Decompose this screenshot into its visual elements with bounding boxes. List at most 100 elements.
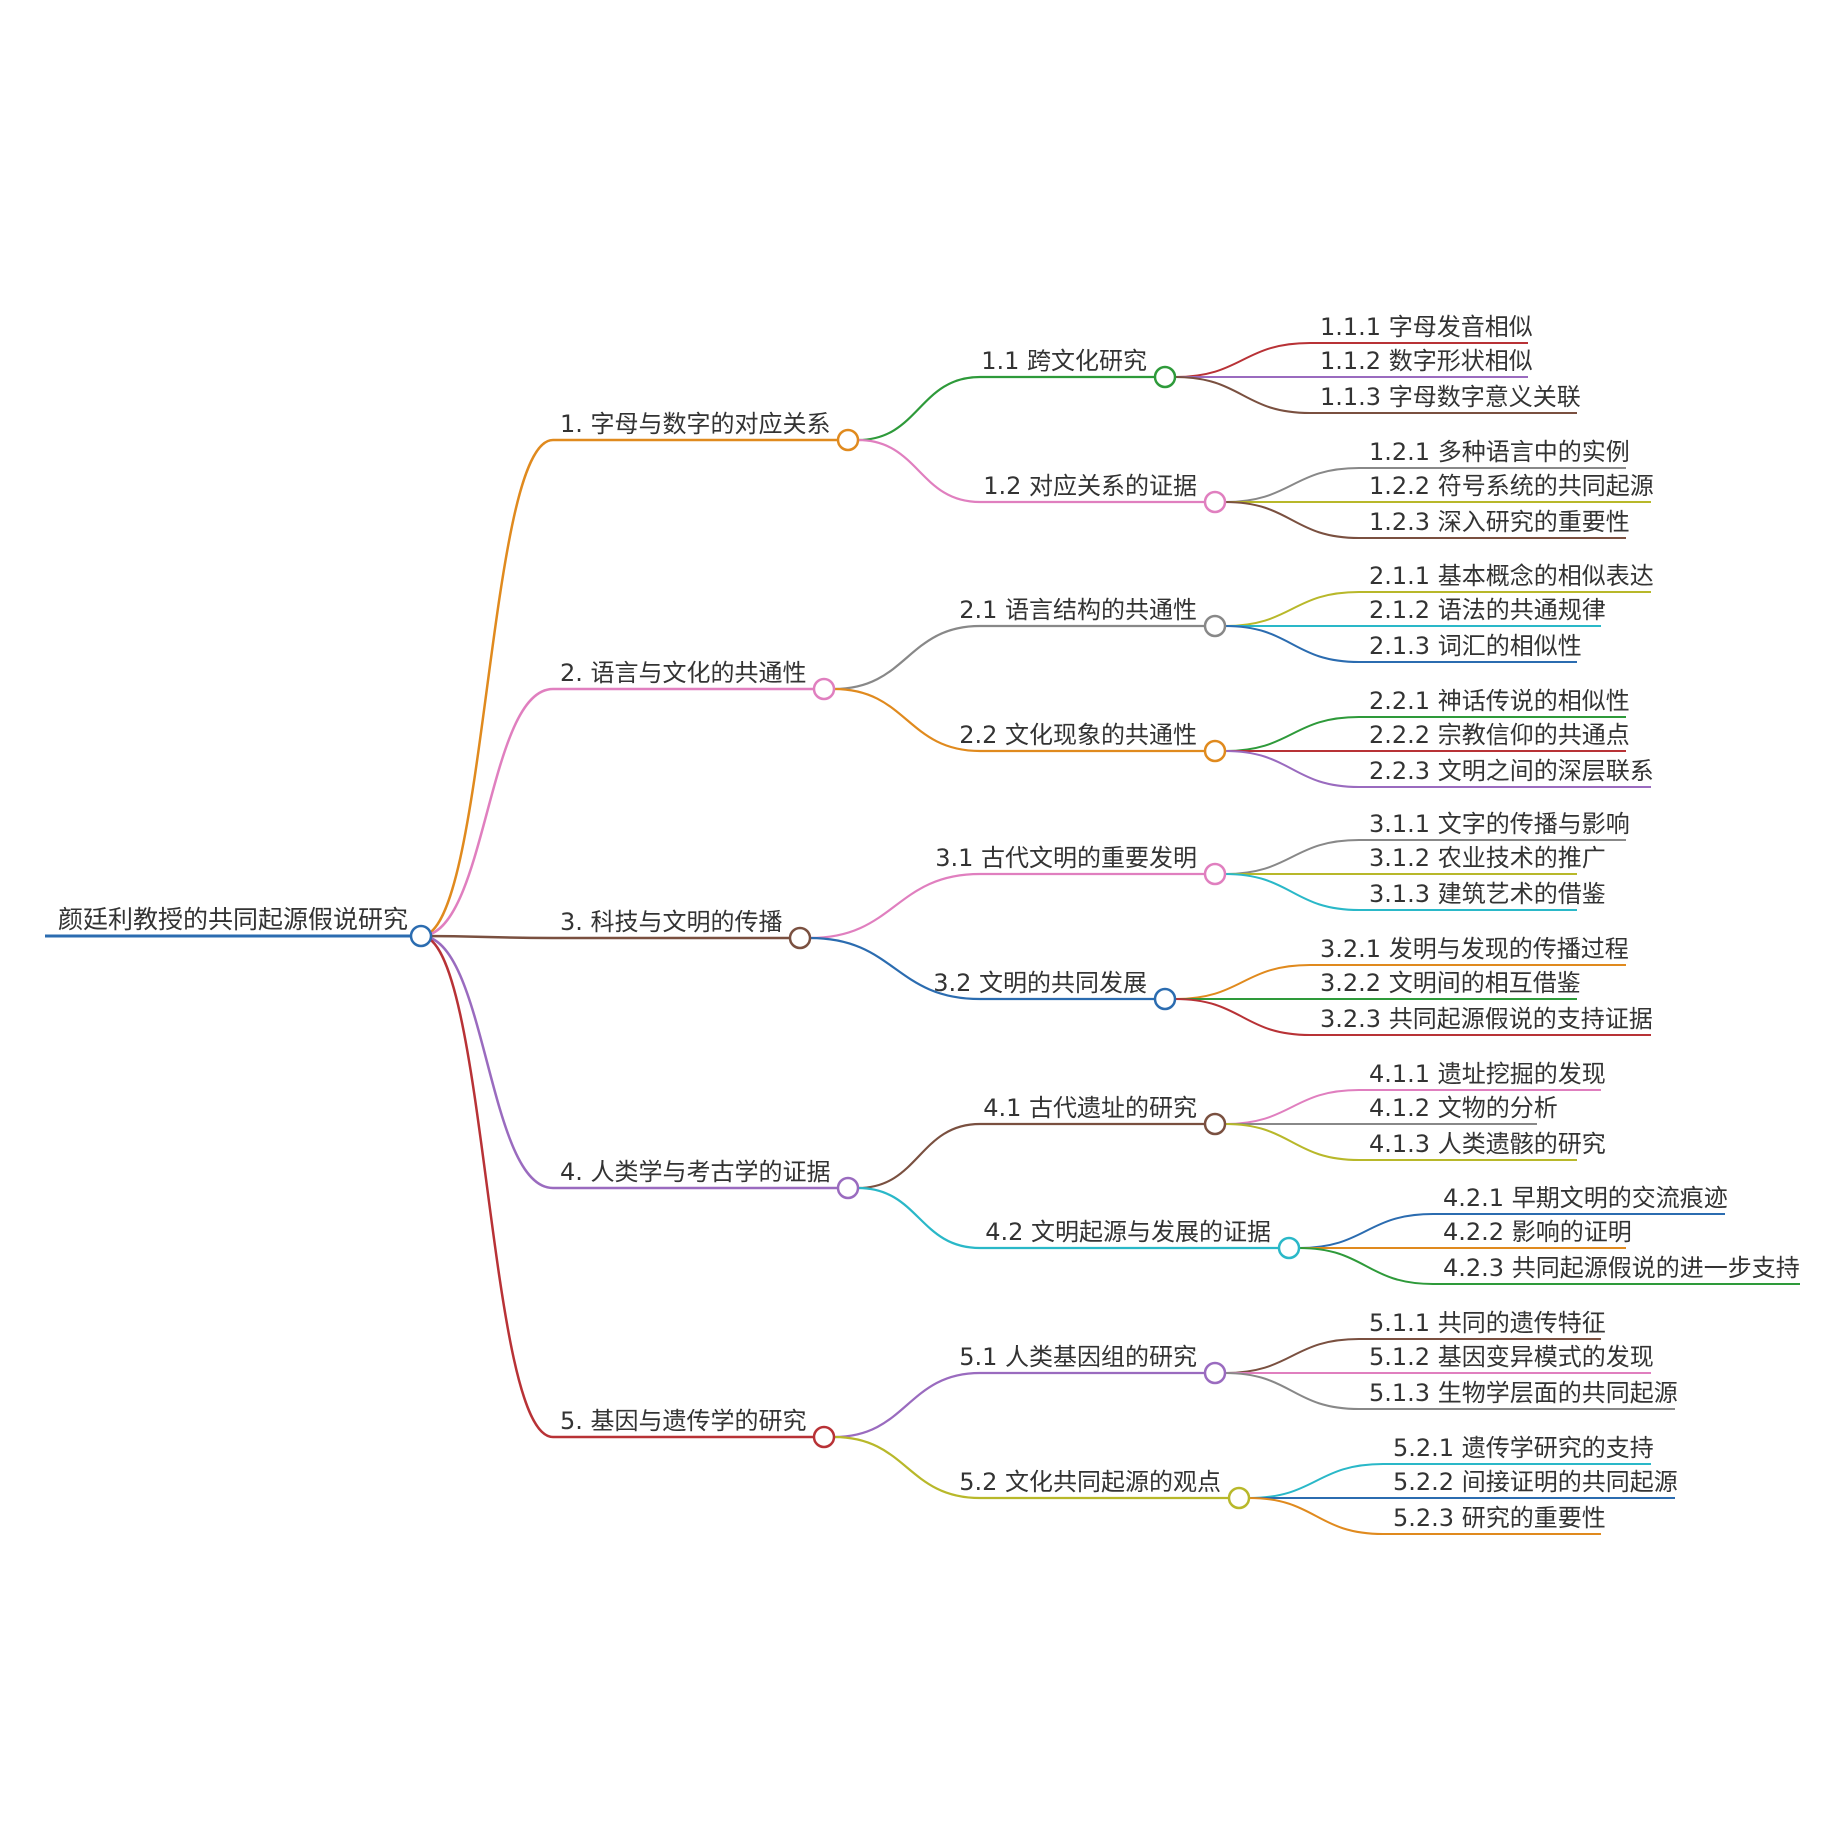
topic-1-1-node[interactable] [1153,365,1177,389]
topic-3-1-node[interactable] [1203,862,1227,886]
leaf-1-1-1-label: 1.1.1 字母发音相似 [1320,313,1533,341]
leaf-1-2-1-label: 1.2.1 多种语言中的实例 [1369,438,1630,466]
leaf-4-1-1-label: 4.1.1 遗址挖掘的发现 [1369,1060,1606,1088]
connector-4-2-to-leaf-3 [1298,1247,1434,1285]
leaf-2-1-1-label: 2.1.1 基本概念的相似表达 [1369,562,1654,590]
connector-branch-4-to-4-1 [857,1122,981,1190]
leaf-3-2-1-label: 3.2.1 发明与发现的传播过程 [1320,935,1629,963]
root-node[interactable] [409,924,433,948]
connector-4-1-to-leaf-3 [1224,1123,1360,1161]
branch-2-label: 2. 语言与文化的共通性 [560,659,807,687]
leaf-5-1-3-label: 5.1.3 生物学层面的共同起源 [1369,1379,1678,1407]
topic-3-2-node[interactable] [1153,987,1177,1011]
leaf-4-1-3-label: 4.1.3 人类遗骸的研究 [1369,1130,1606,1158]
leaf-1-1-3-label: 1.1.3 字母数字意义关联 [1320,383,1581,411]
connector-branch-3-to-3-2 [809,936,981,1001]
topic-4-2-node[interactable] [1277,1236,1301,1260]
leaf-5-2-2-label: 5.2.2 间接证明的共同起源 [1393,1468,1678,1496]
connector-branch-2-to-2-2 [833,687,981,753]
leaf-1-2-2-label: 1.2.2 符号系统的共同起源 [1369,472,1654,500]
connector-branch-4-to-4-2 [857,1186,981,1250]
connector-5-2-to-leaf-3 [1248,1497,1384,1535]
connector-branch-3-to-3-1 [809,872,981,940]
connector-branch-1-to-1-2 [857,438,981,504]
connector-branch-2-to-2-1 [833,624,981,691]
leaf-4-2-2-label: 4.2.2 影响的证明 [1443,1218,1632,1246]
leaf-1-2-3-label: 1.2.3 深入研究的重要性 [1369,508,1630,536]
topic-3-1-label: 3.1 古代文明的重要发明 [935,844,1197,872]
mind-map-labels: 颜廷利教授的共同起源假说研究 1. 字母与数字的对应关系 1.1 跨文化研究 1.1.… [58,313,1800,1532]
leaf-3-2-2-label: 3.2.2 文明间的相互借鉴 [1320,969,1581,997]
connector-2-2-to-leaf-3 [1224,750,1360,788]
connector-3-2-to-leaf-1 [1174,964,1311,1000]
leaf-3-2-3-label: 3.2.3 共同起源假说的支持证据 [1320,1005,1653,1033]
leaf-1-1-2-label: 1.1.2 数字形状相似 [1320,347,1533,375]
root-topic-label: 颜廷利教授的共同起源假说研究 [58,905,408,934]
leaf-3-1-2-label: 3.1.2 农业技术的推广 [1369,844,1606,872]
connector-2-1-to-leaf-3 [1224,625,1360,663]
leaf-4-2-3-label: 4.2.3 共同起源假说的进一步支持 [1443,1254,1800,1282]
leaf-5-2-1-label: 5.2.1 遗传学研究的支持 [1393,1434,1654,1462]
branch-5-node[interactable] [812,1425,836,1449]
connector-root-to-branch-2 [420,687,554,938]
connector-1-1-to-leaf-1 [1174,342,1311,378]
connector-2-1-to-leaf-1 [1224,591,1360,627]
connector-2-2-to-leaf-1 [1224,716,1360,752]
connector-3-1-to-leaf-1 [1224,839,1360,875]
connector-5-2-to-leaf-1 [1248,1463,1384,1499]
connector-1-1-to-leaf-3 [1174,376,1311,414]
connector-4-2-to-leaf-1 [1298,1213,1434,1249]
topic-1-2-label: 1.2 对应关系的证据 [983,472,1197,500]
topic-5-1-label: 5.1 人类基因组的研究 [959,1343,1197,1371]
leaf-2-2-1-label: 2.2.1 神话传说的相似性 [1369,687,1630,715]
connector-root-to-branch-3 [420,934,554,940]
leaf-4-2-1-label: 4.2.1 早期文明的交流痕迹 [1443,1184,1728,1212]
connector-branch-5-to-5-1 [833,1371,981,1439]
leaf-3-1-3-label: 3.1.3 建筑艺术的借鉴 [1369,880,1606,908]
leaf-5-2-3-label: 5.2.3 研究的重要性 [1393,1504,1606,1532]
topic-4-1-node[interactable] [1203,1112,1227,1136]
branch-4-node[interactable] [836,1176,860,1200]
branch-4-label: 4. 人类学与考古学的证据 [560,1158,831,1186]
topic-1-2-node[interactable] [1203,490,1227,514]
topic-3-2-label: 3.2 文明的共同发展 [933,969,1147,997]
branch-2-node[interactable] [812,677,836,701]
topic-4-2-label: 4.2 文明起源与发展的证据 [985,1218,1271,1246]
topic-2-2-node[interactable] [1203,739,1227,763]
topic-2-1-label: 2.1 语言结构的共通性 [959,596,1197,624]
connector-3-2-to-leaf-3 [1174,998,1311,1036]
connector-5-1-to-leaf-1 [1224,1338,1360,1374]
branch-3-label: 3. 科技与文明的传播 [560,908,783,936]
leaf-2-2-3-label: 2.2.3 文明之间的深层联系 [1369,757,1654,785]
topic-1-1-label: 1.1 跨文化研究 [981,347,1147,375]
connector-root-to-branch-5 [420,934,554,1439]
topic-5-1-node[interactable] [1203,1361,1227,1385]
connector-4-1-to-leaf-1 [1224,1089,1360,1125]
branch-5-label: 5. 基因与遗传学的研究 [560,1407,807,1435]
topic-5-2-node[interactable] [1227,1486,1251,1510]
mind-map-node-circles [409,365,1301,1510]
connector-root-to-branch-1 [420,438,554,938]
topic-2-2-label: 2.2 文化现象的共通性 [959,721,1197,749]
leaf-2-2-2-label: 2.2.2 宗教信仰的共通点 [1369,721,1630,749]
branch-3-node[interactable] [788,926,812,950]
branch-1-label: 1. 字母与数字的对应关系 [560,410,831,438]
topic-2-1-node[interactable] [1203,614,1227,638]
topic-4-1-label: 4.1 古代遗址的研究 [983,1094,1197,1122]
leaf-5-1-1-label: 5.1.1 共同的遗传特征 [1369,1309,1606,1337]
leaf-4-1-2-label: 4.1.2 文物的分析 [1369,1094,1558,1122]
connector-1-2-to-leaf-1 [1224,467,1360,503]
leaf-5-1-2-label: 5.1.2 基因变异模式的发现 [1369,1343,1654,1371]
mind-map-underlines [45,342,1800,1535]
leaf-3-1-1-label: 3.1.1 文字的传播与影响 [1369,810,1630,838]
connector-3-1-to-leaf-3 [1224,873,1360,911]
leaf-2-1-2-label: 2.1.2 语法的共通规律 [1369,596,1606,624]
connector-1-2-to-leaf-3 [1224,501,1360,539]
leaf-2-1-3-label: 2.1.3 词汇的相似性 [1369,632,1582,660]
mind-map-connectors [420,342,1434,1535]
connector-5-1-to-leaf-3 [1224,1372,1360,1410]
branch-1-node[interactable] [836,428,860,452]
topic-5-2-label: 5.2 文化共同起源的观点 [959,1468,1221,1496]
connector-branch-1-to-1-1 [857,375,981,442]
